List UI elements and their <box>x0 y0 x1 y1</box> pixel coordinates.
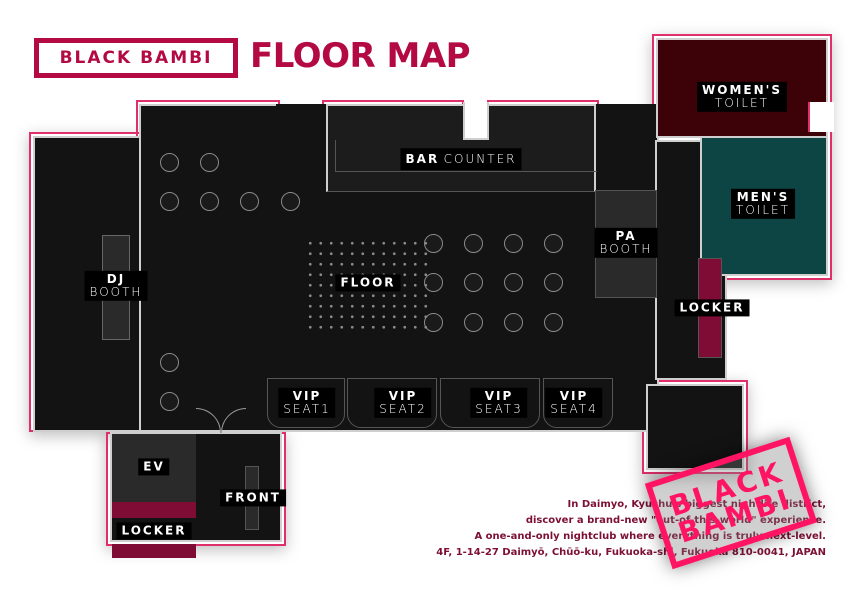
table-icon <box>504 234 523 253</box>
table-icon <box>200 153 219 172</box>
label-vip-seat-4: VIP SEAT4 <box>545 387 603 419</box>
table-icon <box>281 192 300 211</box>
label-dj-booth: DJ BOOTH <box>84 270 148 302</box>
label-floor: FLOOR <box>335 274 401 292</box>
room-right-bottom <box>646 384 744 470</box>
label-bold: DJ <box>106 271 126 286</box>
label-bold: FRONT <box>225 490 281 505</box>
label-normal: BOOTH <box>599 242 653 256</box>
label-normal: TOILET <box>715 96 769 110</box>
table-icon <box>464 313 483 332</box>
table-icon <box>160 392 179 411</box>
label-normal: COUNTER <box>443 152 517 167</box>
label-bold: VIP <box>484 388 514 403</box>
label-vip-seat-2: VIP SEAT2 <box>374 387 432 419</box>
label-bold: VIP <box>388 388 418 403</box>
footer-line: discover a brand-new "out-of-this-world"… <box>525 515 826 526</box>
table-icon <box>544 273 563 292</box>
label-bold: MEN'S <box>736 189 790 204</box>
label-bold: FLOOR <box>340 275 396 290</box>
footer-description: In Daimyo, Kyushu's biggest nightlife di… <box>436 497 826 561</box>
label-pa-booth: PA BOOTH <box>594 227 658 259</box>
label-bold: PA <box>615 228 637 243</box>
label-normal: SEAT3 <box>475 402 523 416</box>
label-bold: VIP <box>292 388 322 403</box>
brand-logo: BLACK BAMBI <box>34 38 238 78</box>
label-womens-toilet: WOMEN'S TOILET <box>697 81 787 113</box>
label-normal: TOILET <box>736 203 790 217</box>
vip-seat-area-1 <box>267 378 345 428</box>
page-title: FLOOR MAP <box>250 36 471 76</box>
label-normal: SEAT2 <box>379 402 427 416</box>
vip-seat-area-4 <box>543 378 613 428</box>
logo-text: BLACK BAMBI <box>59 48 213 68</box>
label-vip-seat-3: VIP SEAT3 <box>470 387 528 419</box>
label-bar-counter: BAR COUNTER <box>400 148 522 170</box>
label-normal: SEAT4 <box>550 402 598 416</box>
label-mens-toilet: MEN'S TOILET <box>731 188 795 220</box>
table-icon <box>544 313 563 332</box>
label-bold: WOMEN'S <box>702 82 782 97</box>
table-icon <box>464 234 483 253</box>
table-icon <box>160 192 179 211</box>
label-front: FRONT <box>220 489 286 507</box>
bar-area-block <box>326 104 596 192</box>
table-icon <box>464 273 483 292</box>
label-bold: LOCKER <box>121 523 187 538</box>
label-vip-seat-1: VIP SEAT1 <box>278 387 336 419</box>
locker-left-bottom <box>112 544 196 558</box>
footer-line: In Daimyo, Kyushu's biggest nightlife di… <box>567 499 826 510</box>
main-top-wall-left <box>139 104 276 106</box>
table-icon <box>544 234 563 253</box>
label-locker-left: LOCKER <box>116 522 192 540</box>
label-bold: LOCKER <box>679 300 745 315</box>
table-icon <box>240 192 259 211</box>
label-bold: VIP <box>559 388 589 403</box>
label-locker-right: LOCKER <box>674 299 750 317</box>
vip-seat-area-3 <box>440 378 540 428</box>
bar-counter <box>335 140 597 172</box>
footer-line: A one-and-only nightclub where everythin… <box>474 531 826 542</box>
label-normal: SEAT1 <box>283 402 331 416</box>
label-bold: EV <box>143 459 165 474</box>
footer-address: 4F, 1-14-27 Daimyō, Chūō-ku, Fukuoka-shi… <box>436 547 826 558</box>
bar-notch <box>463 102 489 140</box>
table-icon <box>200 192 219 211</box>
table-icon <box>160 353 179 372</box>
locker-left-top <box>112 502 196 518</box>
table-icon <box>504 273 523 292</box>
table-icon <box>504 313 523 332</box>
toilet-notch <box>808 102 834 132</box>
label-ev: EV <box>138 458 170 476</box>
label-bold: BAR <box>405 152 440 167</box>
vip-seat-area-2 <box>347 378 437 428</box>
label-normal: BOOTH <box>89 285 143 299</box>
table-icon <box>160 153 179 172</box>
